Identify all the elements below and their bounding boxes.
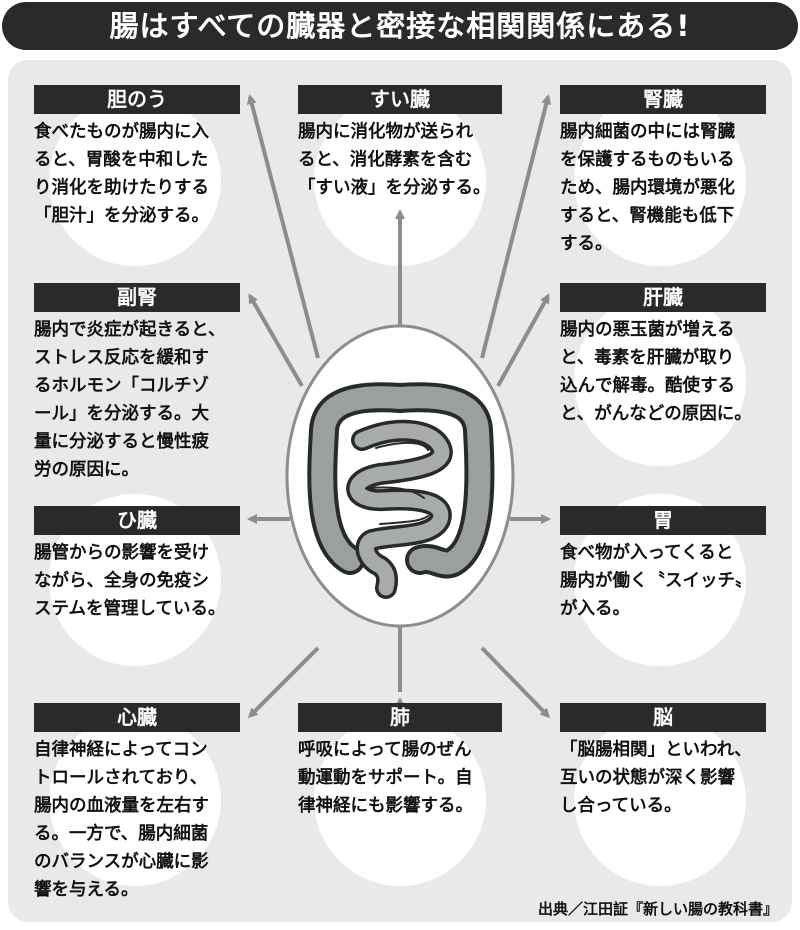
bg-circle [314, 94, 486, 266]
desc-liver: 腸内の悪玉菌が増える と、毒素を肝臓が取り 込んで解毒。酷使する と、がんなどの… [560, 320, 752, 424]
desc-adrenal: 腸内で炎症が起きると、 ストレス反応を緩和す るホルモン「コルチゾ ール」を分泌… [34, 320, 226, 480]
bg-circle [574, 94, 746, 266]
label-kidney: 腎臓 [560, 85, 766, 114]
label-pancreas: すい臓 [298, 85, 502, 114]
background-circles [49, 94, 746, 886]
bg-circle [314, 714, 486, 886]
arrow-adrenal [248, 293, 304, 388]
desc-heart: 自律神経によってコン トロールされており、 腸内の血液量を左右す る。一方で、腸… [34, 740, 209, 900]
bg-circle [574, 494, 746, 666]
arrow-brain [480, 646, 551, 719]
label-lung: 肺 [298, 703, 502, 732]
connector-arrows [246, 94, 552, 719]
desc-stomach: 食べ物が入ってくると 腸内が働く〝スイッチ〟 が入る。 [560, 543, 753, 619]
bg-circle [574, 294, 746, 466]
label-heart: 心臓 [34, 703, 240, 732]
label-spleen: ひ臓 [34, 506, 240, 535]
arrow-liver [496, 293, 550, 387]
bg-circle [49, 94, 221, 266]
bg-circle [49, 494, 221, 666]
bg-circle [574, 714, 746, 886]
arrow-kidney [480, 94, 552, 359]
desc-gallbladder: 食べたものが腸内に入 ると、胃酸を中和した り消化を助けたりする 「胆汁」を分泌… [34, 122, 209, 226]
title-banner: 腸はすべての臓器と密接な相関関係にある! [2, 2, 798, 50]
label-stomach: 胃 [560, 506, 766, 535]
bg-circle [49, 714, 221, 886]
desc-kidney: 腸内細菌の中には腎臓 を保護するものもいる ため、腸内環境が悪化 すると、腎機能… [560, 122, 735, 254]
label-adrenal: 副腎 [34, 283, 240, 312]
label-gallbladder: 胆のう [34, 85, 240, 114]
label-brain: 脳 [560, 703, 766, 732]
intestine-icon [307, 382, 495, 599]
desc-pancreas: 腸内に消化物が送られ ると、消化酵素を含む 「すい液」を分泌する。 [298, 122, 491, 198]
arrow-gallbladder [246, 94, 320, 359]
label-liver: 肝臓 [560, 283, 766, 312]
source-credit: 出典／江田証『新しい腸の教科書』 [537, 900, 778, 918]
desc-spleen: 腸管からの影響を受け ながら、全身の免疫シ ステムを管理している。 [34, 543, 226, 619]
arrow-heart [247, 646, 320, 719]
desc-lung: 呼吸によって腸のぜん 動運動をサポート。自 律神経にも影響する。 [298, 740, 473, 816]
page-title: 腸はすべての臓器と密接な相関関係にある! [109, 9, 691, 43]
desc-brain: 「脳腸相関」といわれ、 互いの状態が深く影響 し合っている。 [560, 740, 752, 816]
